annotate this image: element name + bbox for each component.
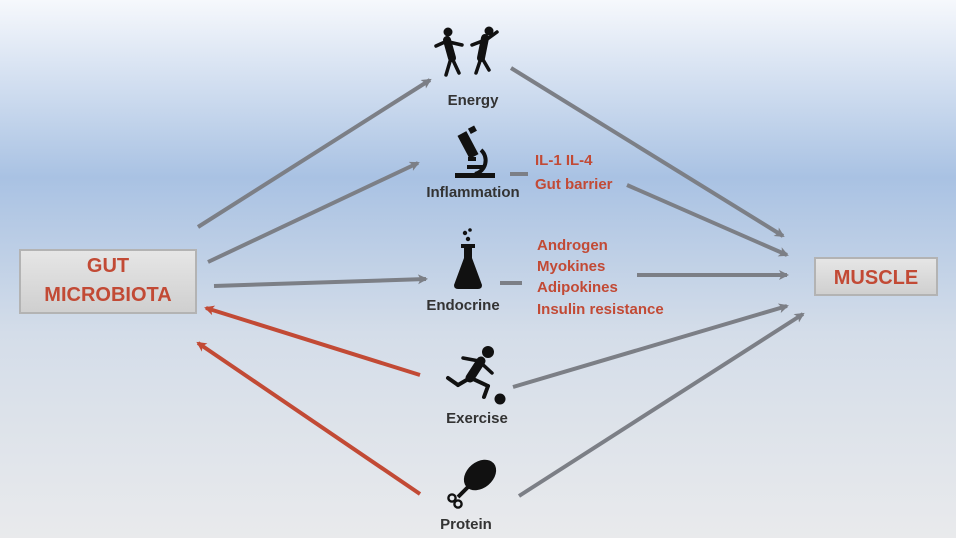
gut-microbiota-box: GUT MICROBIOTA — [19, 249, 197, 314]
inflammation-label: Inflammation — [426, 184, 519, 201]
gut-microbiota-label-line1: GUT — [87, 255, 129, 277]
endocrine-label: Endocrine — [426, 297, 499, 314]
energy-label: Energy — [448, 92, 500, 109]
endocrine-node: Endocrine — [426, 228, 500, 314]
gut-microbiota-label-line2: MICROBIOTA — [44, 284, 171, 306]
exercise-label: Exercise — [446, 410, 508, 427]
arrow-exercise-to-gut — [204, 305, 421, 377]
endocrine-factor-1: Androgen — [537, 237, 608, 254]
arrow-gut-to-endocrine — [213, 274, 428, 288]
inflammation-factor-1: IL-1 IL-4 — [535, 152, 593, 169]
microscope-icon — [455, 125, 495, 178]
protein-label: Protein — [440, 516, 492, 533]
arrow-protein-to-gut — [196, 341, 422, 496]
arrow-energy-to-muscle — [509, 66, 785, 238]
inflammation-node: Inflammation — [426, 125, 520, 201]
arrow-exercise-to-muscle — [512, 303, 789, 389]
endocrine-factor-4: Insulin resistance — [537, 301, 664, 318]
chicken-leg-icon — [447, 459, 497, 509]
endocrine-factors: Androgen Myokines Adipokines Insulin res… — [537, 237, 664, 318]
muscle-label: MUSCLE — [834, 267, 918, 289]
arrow-protein-to-muscle — [517, 312, 805, 498]
protein-node: Protein — [440, 459, 497, 533]
arrow-inflammation-to-muscle — [626, 183, 789, 257]
inflammation-factor-2: Gut barrier — [535, 176, 613, 193]
arrow-gut-to-energy — [196, 78, 432, 229]
arrow-gut-to-inflammation — [207, 161, 420, 264]
inflammation-factors: IL-1 IL-4 Gut barrier — [535, 152, 613, 193]
endocrine-factor-2: Myokines — [537, 258, 605, 275]
muscle-box: MUSCLE — [814, 257, 938, 296]
soccer-player-icon — [446, 346, 506, 405]
exercise-node: Exercise — [446, 346, 508, 427]
endocrine-factor-3: Adipokines — [537, 279, 618, 296]
energy-node: Energy — [434, 26, 500, 109]
flask-icon — [454, 228, 482, 289]
people-dancing-icon — [434, 26, 499, 77]
